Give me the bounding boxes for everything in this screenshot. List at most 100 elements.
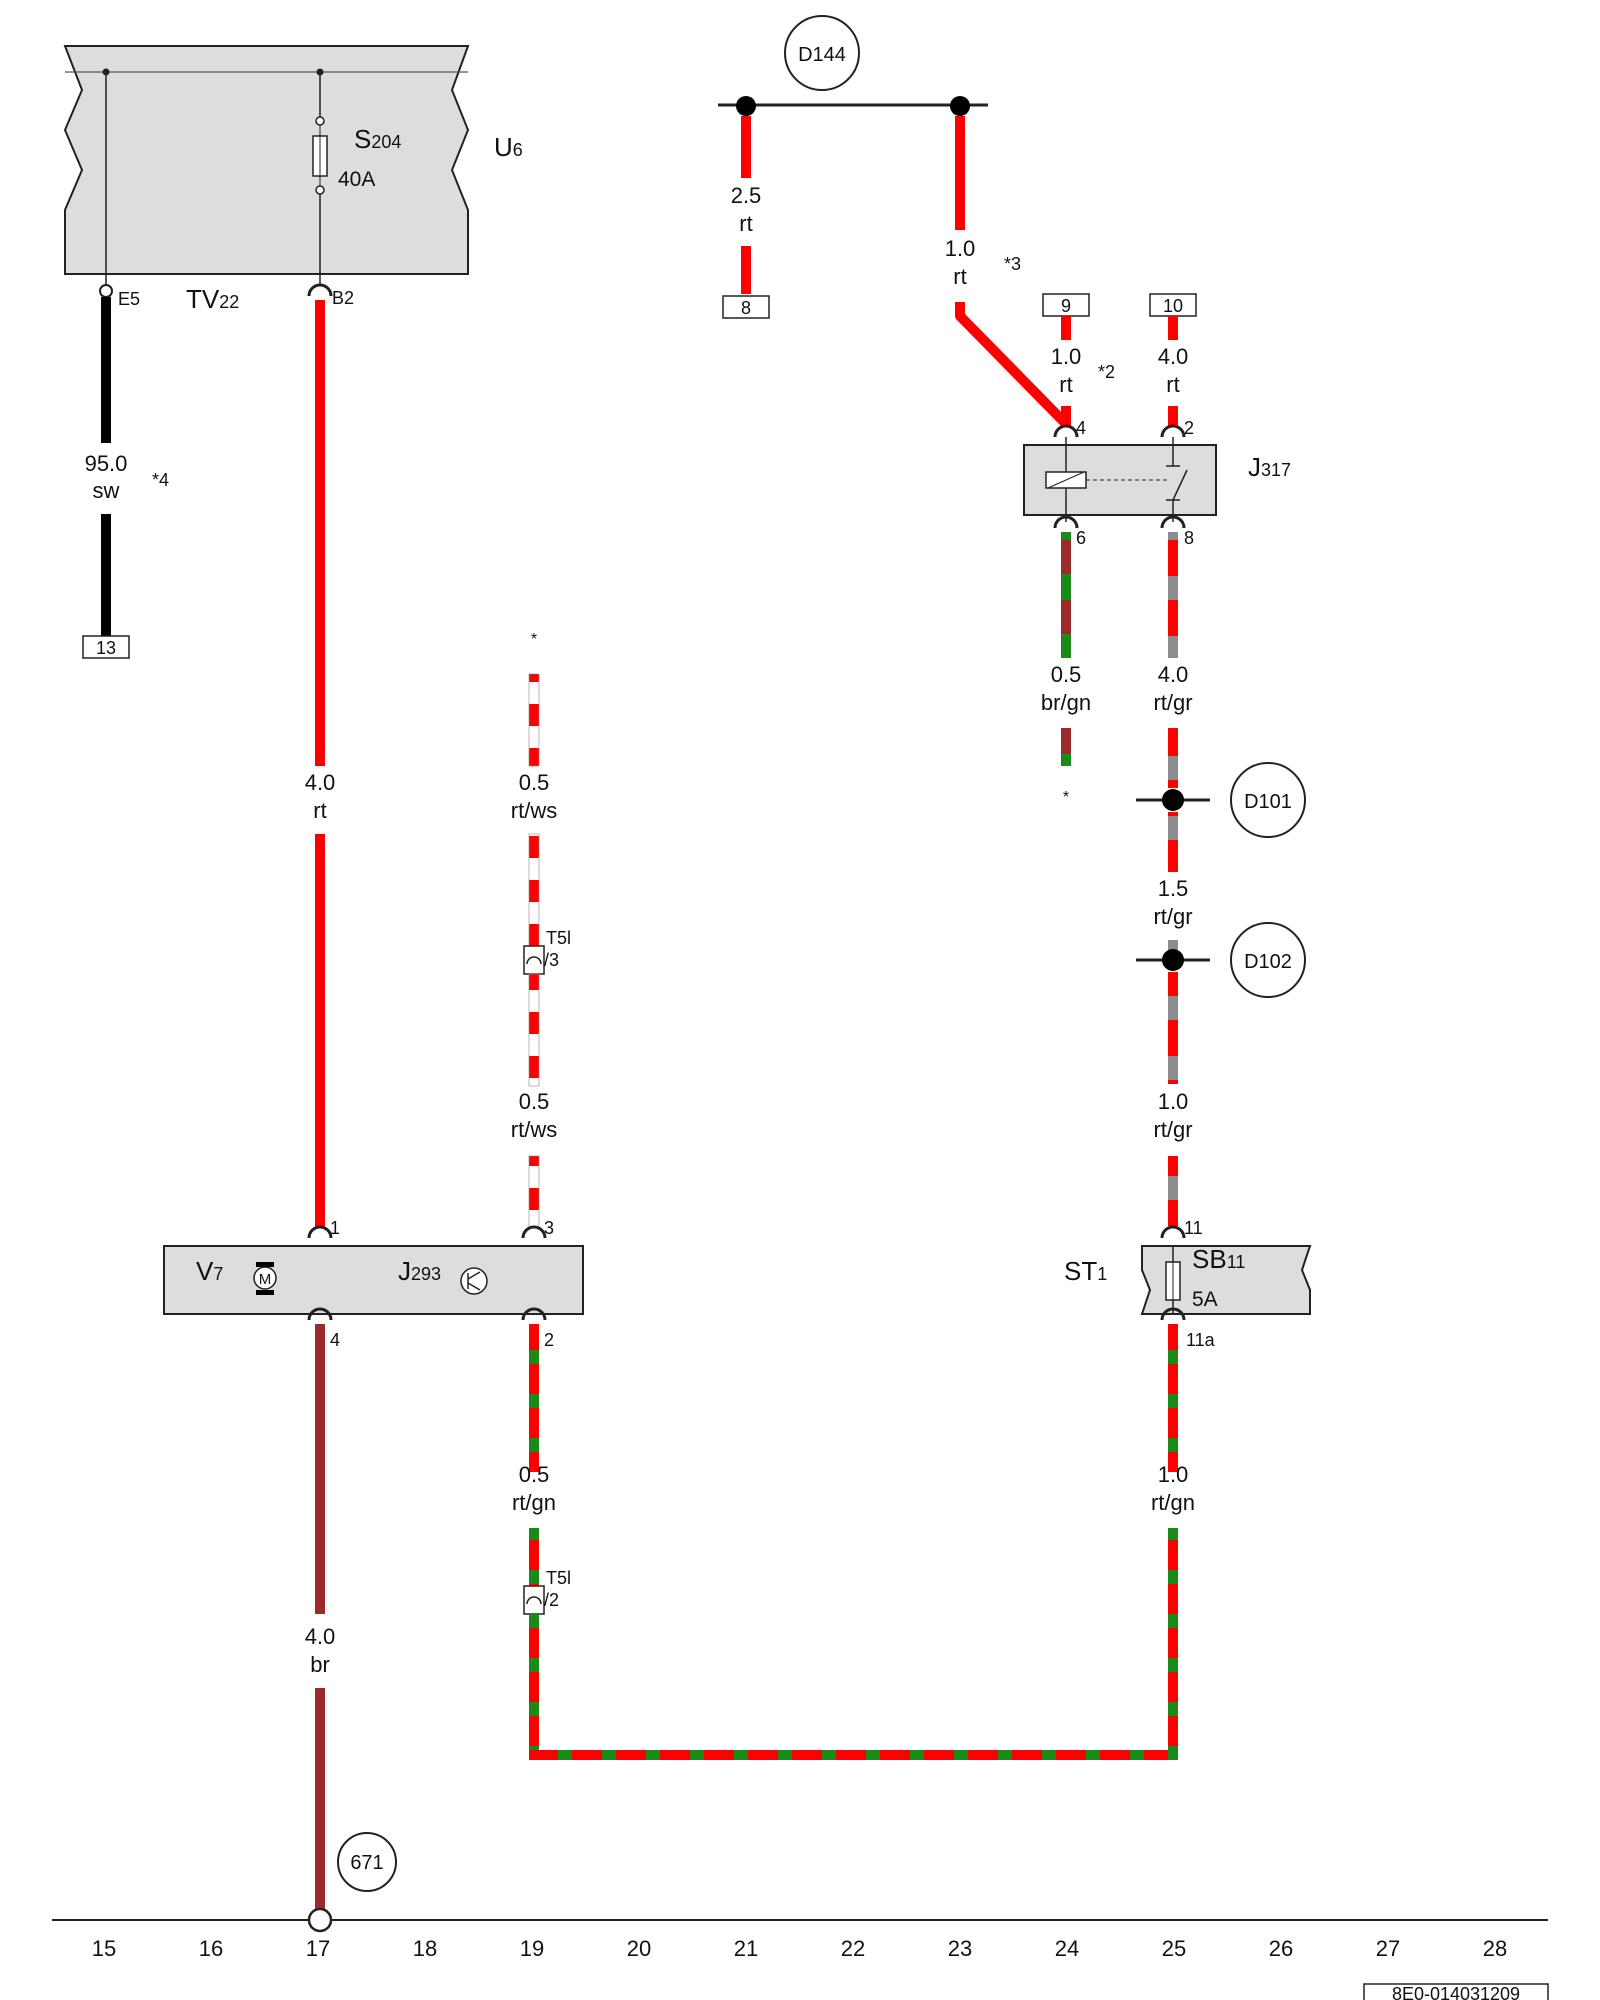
wire-40-rt-b-size: 4.0	[1158, 344, 1189, 369]
fuse-s204-bottom-terminal	[315, 185, 325, 195]
pin-e5-terminal	[99, 284, 113, 298]
wire-95-sw-upper	[101, 297, 111, 443]
column-number: 20	[627, 1936, 651, 1961]
wire-10-rtgr-upper	[1168, 972, 1178, 1084]
wire-25-rt-upper	[741, 116, 751, 178]
s204-label: S204	[354, 124, 401, 154]
wire-25-rt-size: 2.5	[731, 183, 762, 208]
column-number: 24	[1055, 1936, 1079, 1961]
s204-rating: 40A	[338, 168, 375, 191]
pin-b2-label: B2	[332, 288, 354, 308]
wire-95-sw-note: *4	[152, 470, 169, 490]
doc-id-box	[1363, 1983, 1549, 2000]
column-number: 22	[841, 1936, 865, 1961]
ground-671-label: 671	[350, 1852, 383, 1874]
wire-05-brgn-color: br/gn	[1041, 690, 1091, 715]
column-number: 16	[199, 1936, 223, 1961]
j317-pin-8-terminal	[1160, 515, 1186, 529]
connector-t5l-2-pin: /2	[544, 1590, 559, 1610]
wire-10-rt-b-color: rt	[1059, 372, 1072, 397]
column-number: 15	[92, 1936, 116, 1961]
d102-node	[1162, 949, 1184, 971]
wire-25-rt-lower	[741, 246, 751, 294]
wire-40-rt-color: rt	[313, 798, 326, 823]
wire-10-rt-a-size: 1.0	[945, 236, 976, 261]
j317-pin-4-label: 4	[1076, 418, 1086, 438]
wire-40-br-upper	[315, 1324, 325, 1614]
v7-pin-4-label: 4	[330, 1330, 340, 1350]
wire-40-br-size: 4.0	[305, 1624, 336, 1649]
wire-05-rtgn-color: rt/gn	[512, 1490, 556, 1515]
v7-pin-3-label: 3	[544, 1218, 554, 1238]
column-number: 23	[948, 1936, 972, 1961]
wire-05-rtgn-size: 0.5	[519, 1462, 550, 1487]
v7-pin-1-terminal	[307, 1225, 333, 1239]
sb11-label: SB11	[1192, 1244, 1245, 1274]
wire-95-sw-color: sw	[93, 478, 120, 503]
wire-10-rt-a-diagonal	[955, 302, 1070, 428]
st1-pin-11-label: 11	[1184, 1218, 1203, 1238]
column-number: 25	[1162, 1936, 1186, 1961]
transistor-icon-collector	[467, 1271, 481, 1280]
wire-05-rtgn-lower	[529, 1614, 539, 1760]
wire-40-rtgr-upper	[1168, 532, 1178, 658]
splice-d144-label: D144	[798, 44, 846, 66]
ref-10-label: 10	[1163, 296, 1183, 316]
wire-40-rtgr-size: 4.0	[1158, 662, 1189, 687]
splice-d102-circle	[1230, 922, 1306, 998]
ground-671-circle	[337, 1832, 397, 1892]
column-number: 19	[520, 1936, 544, 1961]
column-number: 28	[1483, 1936, 1507, 1961]
j317-coil-diag	[1047, 471, 1085, 489]
d144-node-left	[736, 96, 756, 116]
wire-05-rtgn-upper	[529, 1324, 539, 1472]
sb11-rating: 5A	[1192, 1288, 1218, 1311]
wire-10-rtgn-size: 1.0	[1158, 1462, 1189, 1487]
wire-rtgn-horizontal	[529, 1750, 1178, 1760]
ref-box-13	[82, 635, 130, 659]
tv22-label: TV22	[186, 284, 239, 314]
connector-t5l-3-icon	[523, 945, 545, 975]
transistor-icon-emitter	[467, 1282, 481, 1291]
wire-05-rtws-b-size: 0.5	[519, 1089, 550, 1114]
wire-10-rt-a-note: *3	[1004, 254, 1021, 274]
wire-05-brgn-upper	[1061, 532, 1071, 658]
v7-j293-module-box	[163, 1245, 584, 1315]
column-number: 17	[306, 1936, 330, 1961]
ref-9-label: 9	[1061, 296, 1071, 316]
wire-40-br-color: br	[310, 1652, 330, 1677]
splice-d101-circle	[1230, 762, 1306, 838]
splice-d102-label: D102	[1244, 951, 1292, 973]
j317-pin-6-terminal	[1053, 515, 1079, 529]
j293-label: J293	[398, 1256, 441, 1286]
connector-t5l-2-arc	[526, 1596, 542, 1605]
wire-40-rt-lower	[315, 834, 325, 1228]
v7-pin-2-terminal	[521, 1307, 547, 1321]
st1-label: ST1	[1064, 1256, 1107, 1286]
connector-t5l-3-name: T5l	[546, 928, 571, 948]
wire-95-sw-size: 95.0	[85, 451, 128, 476]
wire-40-rt-b-lower	[1168, 406, 1178, 426]
v7-label: V7	[196, 1256, 223, 1286]
j317-label: J317	[1248, 452, 1291, 482]
motor-icon	[253, 1266, 277, 1290]
wire-10-rt-b-upper	[1061, 316, 1071, 340]
j317-switch-blade-icon	[1172, 469, 1188, 501]
pin-e5-label: E5	[118, 289, 140, 309]
st1-pin-11a-terminal	[1160, 1307, 1186, 1321]
column-number: 26	[1269, 1936, 1293, 1961]
v7-pin-3-terminal	[521, 1225, 547, 1239]
column-number: 27	[1376, 1936, 1400, 1961]
connector-t5l-2-icon	[523, 1585, 545, 1615]
j317-pin-2-label: 2	[1184, 418, 1194, 438]
wire-10-rtgr-size: 1.0	[1158, 1089, 1189, 1114]
column-number: 21	[734, 1936, 758, 1961]
wire-40-rt-b-color: rt	[1166, 372, 1179, 397]
ref-8-label: 8	[741, 298, 751, 318]
wire-10-rtgn-color: rt/gn	[1151, 1490, 1195, 1515]
wire-10-rtgn-lower	[1168, 1528, 1178, 1760]
transistor-icon	[460, 1267, 488, 1295]
d144-node-right	[950, 96, 970, 116]
column-number: 18	[413, 1936, 437, 1961]
